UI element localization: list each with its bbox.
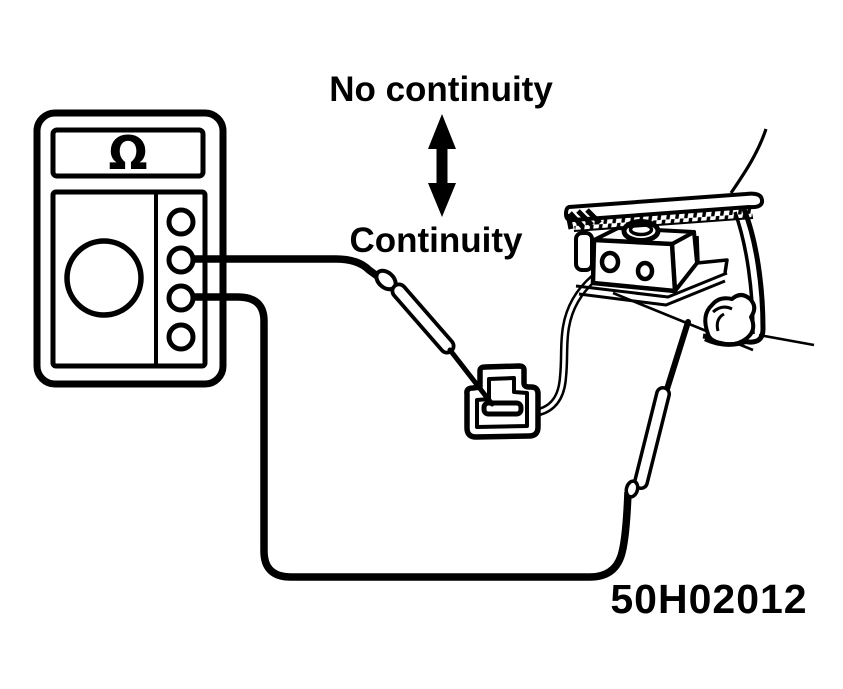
test-lead-upper xyxy=(193,255,383,282)
multimeter-panel xyxy=(50,189,208,369)
probe-lower-tip xyxy=(664,319,691,392)
ohm-symbol: Ω xyxy=(108,126,147,180)
bracket-shelf-edge2 xyxy=(578,279,726,307)
bracket-tab xyxy=(574,231,594,272)
multimeter-display xyxy=(50,127,206,179)
bracket-outline xyxy=(702,208,766,345)
bracket-shelf-edge xyxy=(575,271,728,299)
test-lead-lower xyxy=(193,293,632,581)
switch-wire xyxy=(537,274,597,417)
probe-upper-tip xyxy=(447,347,495,407)
no-continuity-label: No continuity xyxy=(329,70,553,109)
body-panel-line-right xyxy=(758,333,815,347)
jack-4 xyxy=(166,322,196,352)
jack-1 xyxy=(166,207,196,237)
bracket-shelf-back xyxy=(695,235,729,274)
switch-hole-1 xyxy=(599,250,621,274)
switch-hole-2 xyxy=(635,260,655,282)
probe-lower-collar xyxy=(624,479,640,499)
double-arrow-icon xyxy=(428,114,456,217)
rubber-stop-knob xyxy=(703,293,757,347)
dial-knob xyxy=(64,238,144,318)
pedal-arm xyxy=(564,191,765,232)
clutch-switch-assembly xyxy=(564,128,815,352)
connector xyxy=(464,363,541,440)
body-panel-curve-top xyxy=(729,128,768,194)
continuity-label: Continuity xyxy=(349,221,523,260)
test-probe-upper xyxy=(374,268,495,407)
test-probe-lower xyxy=(624,319,691,499)
pedal-arm-bar xyxy=(564,191,765,223)
multimeter: Ω xyxy=(33,109,227,388)
pedal-arm-pad xyxy=(573,206,753,231)
pedal-arm-scribble xyxy=(565,208,602,230)
connector-inner-wall xyxy=(475,376,529,429)
figure-part-number: 50H02012 xyxy=(610,576,807,622)
